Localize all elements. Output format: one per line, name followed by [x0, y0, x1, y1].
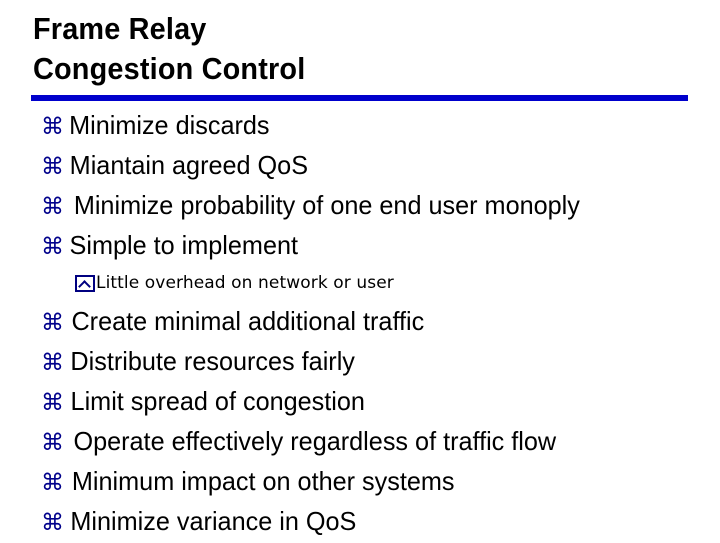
title-divider [31, 95, 688, 101]
bullet-list: ⌘ Minimize discards ⌘ Miantain agreed Qo… [0, 105, 720, 541]
list-item: ⌘ Create minimal additional traffic [0, 301, 720, 341]
list-item-label: Minimum impact on other systems [71, 466, 455, 496]
page-title-line-1: Frame Relay [33, 11, 207, 46]
place-of-interest-bullet-icon: ⌘ [41, 234, 64, 260]
page-title-line-2: Congestion Control [33, 51, 306, 86]
place-of-interest-bullet-icon: ⌘ [41, 114, 64, 140]
page-title: Frame Relay Congestion Control [33, 9, 693, 89]
place-of-interest-bullet-icon: ⌘ [41, 510, 64, 536]
list-item: ⌘ Minimize variance in QoS [0, 501, 720, 541]
place-of-interest-bullet-icon: ⌘ [41, 154, 64, 180]
list-item: ⌘ Limit spread of congestion [0, 381, 720, 421]
sub-list-item: Little overhead on network or user [0, 265, 720, 301]
list-item-label: Limit spread of congestion [70, 386, 365, 416]
list-item: ⌘ Simple to implement [0, 225, 720, 265]
list-item: ⌘ Miantain agreed QoS [0, 145, 720, 185]
list-item: ⌘ Minimize discards [0, 105, 720, 145]
list-item: ⌘ Operate effectively regardless of traf… [0, 421, 720, 461]
list-item-label: Miantain agreed QoS [69, 150, 309, 180]
list-item-label: Simple to implement [69, 230, 299, 260]
list-item-label: Operate effectively regardless of traffi… [73, 426, 557, 456]
list-item-label: Create minimal additional traffic [71, 306, 425, 336]
place-of-interest-bullet-icon: ⌘ [41, 310, 64, 336]
list-item-label: Minimize probability of one end user mon… [73, 190, 580, 220]
boxed-caret-bullet-icon [75, 274, 95, 292]
place-of-interest-bullet-icon: ⌘ [41, 390, 64, 416]
list-item: ⌘ Distribute resources fairly [0, 341, 720, 381]
place-of-interest-bullet-icon: ⌘ [41, 470, 64, 496]
place-of-interest-bullet-icon: ⌘ [41, 350, 64, 376]
list-item: ⌘ Minimum impact on other systems [0, 461, 720, 501]
list-item-label: Minimize variance in QoS [70, 506, 357, 536]
list-item-label: Minimize discards [69, 110, 270, 140]
place-of-interest-bullet-icon: ⌘ [41, 430, 64, 456]
place-of-interest-bullet-icon: ⌘ [41, 194, 64, 220]
list-item-label: Distribute resources fairly [70, 346, 355, 376]
list-item: ⌘ Minimize probability of one end user m… [0, 185, 720, 225]
sub-list-item-label: Little overhead on network or user [96, 273, 394, 293]
